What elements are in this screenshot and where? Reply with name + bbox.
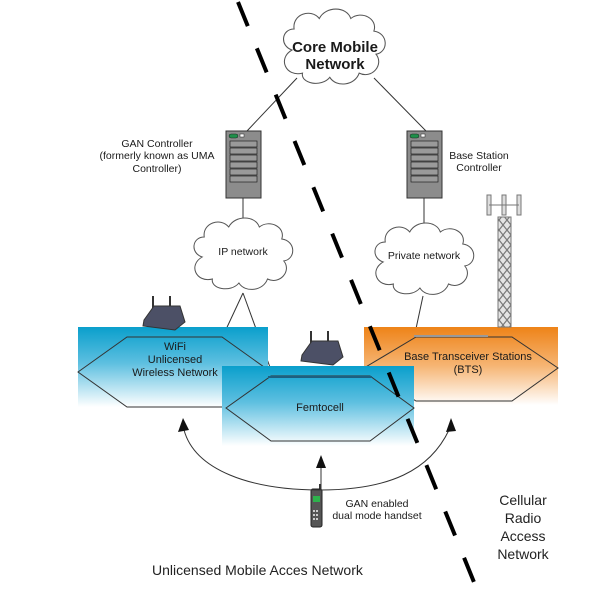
arrowheads	[178, 418, 456, 468]
core-network-label-line2: Network	[305, 56, 365, 74]
arrowhead-femtocell	[316, 455, 326, 468]
core-network-label-line1: Core Mobile	[292, 39, 378, 56]
wifi-label-line2: Unlicensed	[147, 353, 203, 366]
link-core-bsc	[373, 77, 427, 132]
handover-arc	[183, 429, 450, 491]
cellular-label-line2: Radio	[504, 509, 542, 526]
cellular-label-line3: Access	[500, 527, 546, 544]
handset-label-line1: GAN enabled	[345, 498, 409, 510]
link-core-gan	[246, 77, 298, 132]
private-network-label: Private network	[387, 250, 461, 262]
gan-controller-label-line3: Controller)	[132, 162, 182, 175]
bsc-label: Base Station Controller	[437, 150, 521, 175]
bts-label-line2: (BTS)	[453, 363, 483, 376]
ip-network-label: IP network	[218, 246, 268, 258]
wifi-label: WiFi Unlicensed Wireless Network	[115, 341, 235, 380]
cell-tower-icon	[486, 194, 522, 328]
femtocell-router-icon	[300, 331, 344, 366]
core-network-label: Core Mobile Network	[283, 39, 387, 74]
gan-controller-server-icon	[225, 130, 262, 199]
wifi-label-line1: WiFi	[164, 341, 186, 353]
gan-controller-label-line2: (formerly known as UMA	[99, 150, 215, 163]
cellular-region-label: Cellular Radio Access Network	[488, 492, 558, 564]
handset-label: GAN enabled dual mode handset	[322, 498, 432, 523]
bts-label: Base Transceiver Stations (BTS)	[393, 351, 543, 377]
wifi-router-icon	[142, 296, 186, 331]
wifi-label-line3: Wireless Network	[132, 366, 218, 379]
mobile-handset-icon	[310, 484, 323, 528]
gan-controller-label-line1: GAN Controller	[121, 138, 193, 150]
bsc-label-line1: Base Station	[449, 150, 509, 162]
bsc-label-line2: Controller	[456, 162, 502, 175]
network-boundary-divider	[236, 1, 480, 593]
unlicensed-region-label: Unlicensed Mobile Acces Network	[152, 562, 363, 578]
gan-controller-label: GAN Controller (formerly known as UMA Co…	[92, 138, 222, 175]
cellular-label-line4: Network	[497, 545, 549, 562]
femtocell-label: Femtocell	[296, 402, 344, 414]
arrowhead-bts	[446, 418, 456, 432]
bts-label-line1: Base Transceiver Stations	[404, 351, 532, 363]
handset-label-line2: dual mode handset	[332, 510, 422, 523]
bsc-server-icon	[406, 130, 443, 199]
femtocell-region	[222, 366, 415, 446]
arrowhead-wifi	[178, 418, 189, 432]
cellular-label-line1: Cellular	[499, 492, 547, 508]
